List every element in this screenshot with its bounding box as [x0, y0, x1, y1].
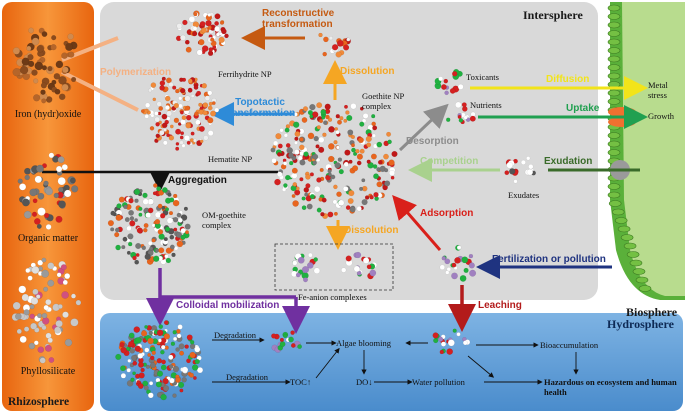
goethite-label: Goethite NP complex [362, 91, 404, 111]
toc-label: TOC↑ [290, 377, 312, 387]
hematite-np [140, 76, 220, 151]
dissolution-mid-label: Dissolution [344, 225, 399, 236]
leaching-label: Leaching [478, 300, 522, 311]
degradation-2-label: Degradation [226, 372, 269, 382]
toxicants-label: Toxicants [466, 72, 499, 82]
polymerization-label: Polymerization [100, 67, 172, 78]
bioaccumulation-label: Bioaccumulation [540, 340, 599, 350]
fe-anion-box [274, 243, 394, 291]
exudate-molecule [504, 156, 536, 184]
nutrient-molecule [446, 101, 476, 125]
pollutant-molecule [439, 244, 477, 282]
fe-anion-label: Fe-anion complexes [298, 292, 367, 302]
hydrosphere-title: Hydrosphere [607, 317, 674, 331]
topotactic-label: Topotactic transformation [224, 97, 296, 119]
goethite-np-complex [270, 102, 398, 219]
dissolution-top-label: Dissolution [340, 66, 395, 77]
fe-anion-complex-1 [291, 252, 321, 283]
colloidal-label: Colloidal mobilization [176, 300, 280, 311]
fertilization-label: Fertilization or pollution [492, 254, 606, 265]
toxicant-molecule [434, 68, 464, 96]
metal-stress-label: Metal stress [648, 80, 668, 100]
desorption-label: Desorption [406, 136, 459, 147]
competition-label: Competition [420, 156, 479, 167]
hydro-anion-1 [271, 330, 302, 353]
hydro-aggregate [115, 320, 204, 401]
phyllosilicate-molecule [11, 257, 82, 364]
uptake-label: Uptake [566, 103, 600, 114]
biosphere-title: Biosphere [626, 305, 678, 319]
iron-hydroxide-label: Iron (hydr)oxide [14, 109, 82, 120]
exudates-label: Exudates [508, 190, 540, 200]
water-pollution-label: Water pollution [412, 377, 465, 387]
organic-matter-molecule [17, 152, 79, 230]
phyllosilicate-label: Phyllosilicate [20, 366, 76, 377]
degradation-1-label: Degradation [214, 330, 257, 340]
iron-hydroxide-molecule [12, 27, 78, 104]
adsorption-label: Adsorption [420, 208, 474, 219]
biosphere-root [607, 2, 685, 300]
diffusion-label: Diffusion [546, 74, 590, 85]
nutrients-label: Nutrients [470, 100, 502, 110]
aggregation-label: Aggregation [168, 175, 227, 186]
intersphere-title: Intersphere [523, 8, 583, 22]
ferrihydrite-label: Ferrihydrite NP [218, 69, 272, 79]
ferrihydrite-np [175, 10, 229, 56]
hazard-label: Hazardous on ecosystem and human health [544, 377, 677, 397]
hematite-label: Hematite NP [208, 154, 253, 164]
rhizosphere-title: Rhizosphere [8, 396, 70, 408]
organic-matter-label: Organic matter [17, 233, 79, 244]
reconstructive-reactant [318, 32, 351, 58]
hydro-anion-2 [432, 328, 471, 355]
reconstructive-label: Reconstructive transformation [262, 8, 335, 30]
do-label: DO↓ [356, 377, 373, 387]
algae-label: Algae blooming [336, 338, 392, 348]
fe-anion-complex-2 [341, 251, 378, 280]
om-goethite-label: OM-goethite complex [202, 210, 246, 230]
growth-label: Growth [648, 111, 674, 121]
hydrosphere-panel [100, 313, 683, 411]
om-goethite-complex [107, 183, 191, 265]
exudation-label: Exudation [544, 156, 593, 167]
